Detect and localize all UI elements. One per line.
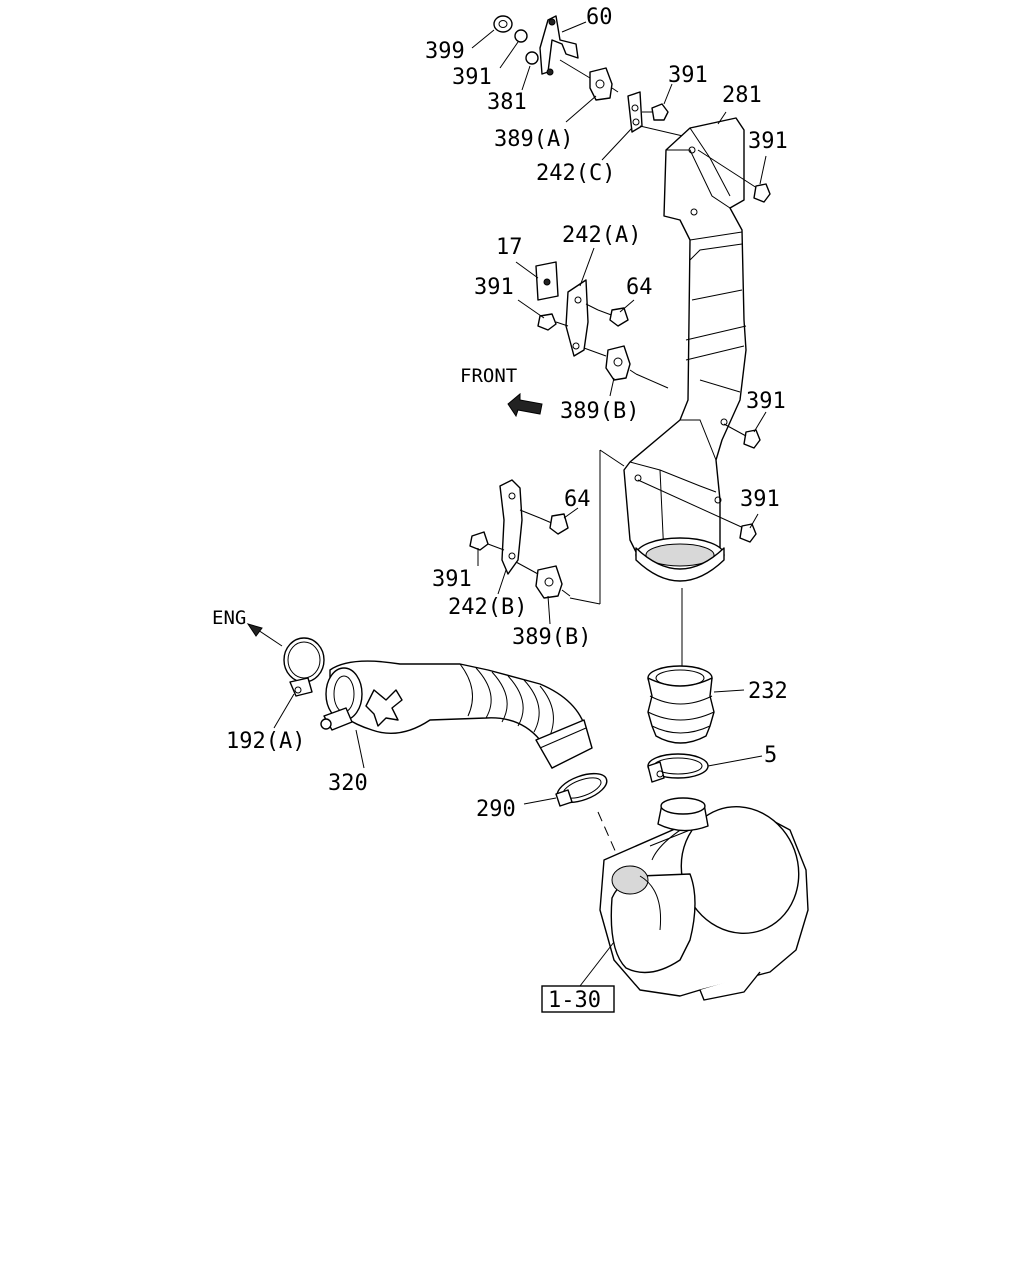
- nut-391-right-low: [739, 523, 757, 543]
- clamp-5: [647, 753, 709, 783]
- callout-60: 60: [586, 5, 613, 30]
- clamp-290: [555, 772, 608, 807]
- callout-242c: 242(C): [536, 161, 615, 186]
- callout-1-30: 1-30: [548, 988, 601, 1013]
- air-duct-281: [623, 117, 747, 582]
- nut-391-lower: [469, 531, 489, 551]
- air-cleaner-outlet: [657, 797, 709, 832]
- top-bracket-assembly: [493, 15, 701, 141]
- callout-391-mid: 391: [474, 275, 514, 300]
- callout-242b: 242(B): [448, 595, 527, 620]
- bracket-242b-assembly: [469, 449, 625, 605]
- eng-arrow-icon: [246, 623, 263, 637]
- callout-389b-upper: 389(B): [560, 399, 639, 424]
- nut-391-right-mid: [743, 429, 761, 449]
- callout-labels: 399 60 391 381 389(A) 391 281 391 242(C)…: [212, 5, 788, 1013]
- clamp-192a: [283, 637, 325, 697]
- hose-nipple: [320, 707, 353, 731]
- bolt-64-upper: [597, 307, 629, 327]
- bracket-60: [539, 15, 579, 75]
- callout-391-242c: 391: [668, 63, 708, 88]
- nut-381: [525, 51, 539, 65]
- callout-17: 17: [496, 235, 523, 260]
- callout-232: 232: [748, 679, 788, 704]
- callout-64-upper: 64: [626, 275, 653, 300]
- bellows-232: [647, 665, 715, 744]
- callout-389b-lower: 389(B): [512, 625, 591, 650]
- nut-391-right-top: [753, 183, 771, 203]
- callout-320: 320: [328, 771, 368, 796]
- callout-391-lower: 391: [432, 567, 472, 592]
- mount-389b-upper: [605, 345, 637, 381]
- callout-381: 381: [487, 90, 527, 115]
- air-cleaner-inlet: [610, 865, 696, 974]
- callout-242a: 242(A): [562, 223, 641, 248]
- callout-391-right-mid: 391: [746, 389, 786, 414]
- callout-5: 5: [764, 743, 777, 768]
- leader-lines: [273, 21, 767, 805]
- callout-389a: 389(A): [494, 127, 573, 152]
- bracket-242a-assembly: [535, 261, 669, 389]
- washer-391-top: [514, 29, 528, 43]
- callout-290: 290: [476, 797, 516, 822]
- callout-192a: 192(A): [226, 729, 305, 754]
- callout-391-top: 391: [452, 65, 492, 90]
- air-cleaner: [599, 797, 809, 1001]
- x-mark-icon: [365, 689, 403, 727]
- mount-389a: [589, 67, 619, 101]
- eng-arrow: [246, 623, 283, 647]
- callout-399: 399: [425, 39, 465, 64]
- callout-281: 281: [722, 83, 762, 108]
- hose-320: [320, 660, 593, 769]
- bolt-64-lower: [539, 513, 569, 535]
- nut-399: [493, 15, 513, 33]
- eng-label: ENG: [212, 607, 246, 629]
- callout-391-right-top: 391: [748, 129, 788, 154]
- bracket-242c: [627, 91, 643, 133]
- mount-389b-lower: [535, 565, 571, 599]
- bracket-242a: [565, 279, 589, 357]
- nut-391-242c: [651, 103, 669, 121]
- front-label: FRONT: [460, 365, 517, 387]
- ref-box-1-30: [541, 985, 615, 1013]
- nut-391-mid: [537, 313, 557, 331]
- callout-64-lower: 64: [564, 487, 591, 512]
- front-arrow-icon: [507, 392, 543, 418]
- front-arrow: [507, 392, 543, 418]
- callout-391-right-low: 391: [740, 487, 780, 512]
- bracket-242b: [499, 479, 523, 575]
